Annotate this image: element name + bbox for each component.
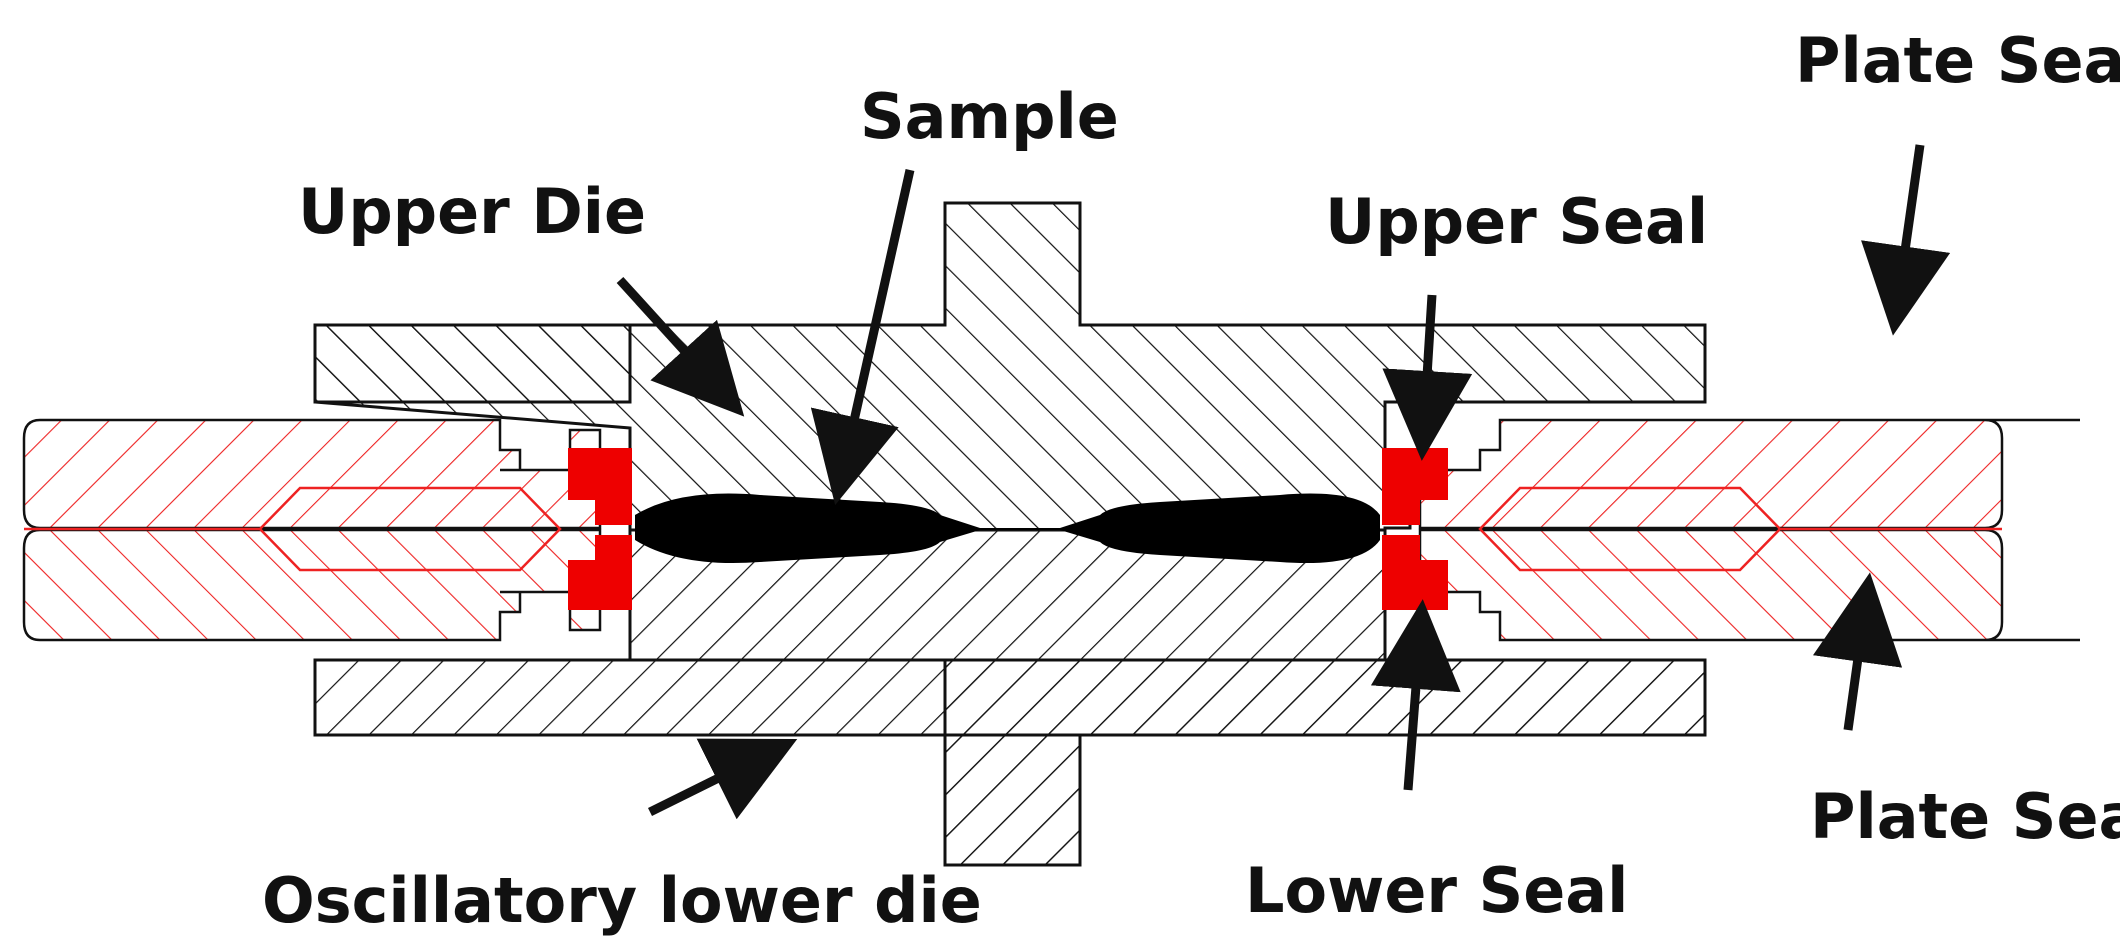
plate-seal-bottom-label: Plate Seal (1810, 780, 2120, 853)
upper-die-left-flange (313, 323, 632, 404)
left-plate-seal-lower (22, 528, 602, 642)
oscillatory-lower-die-label: Oscillatory lower die (262, 864, 982, 937)
lower-seal-arrow (1370, 599, 1461, 791)
upper-seal-arrow (1382, 294, 1473, 461)
lower-die-flange (313, 658, 1707, 737)
lower-die-arrow (648, 738, 798, 820)
right-plate-seal-upper (1418, 418, 2080, 530)
right-lower-seal (1382, 535, 1448, 610)
left-lower-seal (568, 535, 632, 610)
upper-seal-label: Upper Seal (1325, 185, 1708, 258)
left-plate-seal-channel (24, 486, 562, 572)
right-plate-seal-channel (1478, 486, 2002, 572)
sample (635, 493, 1380, 564)
right-upper-seal (1382, 448, 1448, 525)
upper-die-label: Upper Die (298, 175, 646, 248)
plate-seal-top-label: Plate Seal (1795, 24, 2120, 97)
left-upper-seal (568, 448, 632, 525)
plate-seal-top-arrow (1861, 144, 1951, 336)
lower-seal-label: Lower Seal (1245, 854, 1628, 927)
lower-die-stem (943, 733, 1082, 867)
sample-label: Sample (860, 80, 1119, 153)
upper-die-arrow (616, 276, 745, 417)
sample-arrow (810, 169, 915, 506)
plate-seal-bottom-arrow (1812, 572, 1903, 731)
right-plate-seal-lower (1418, 528, 2080, 642)
left-plate-seal-upper (22, 418, 602, 530)
